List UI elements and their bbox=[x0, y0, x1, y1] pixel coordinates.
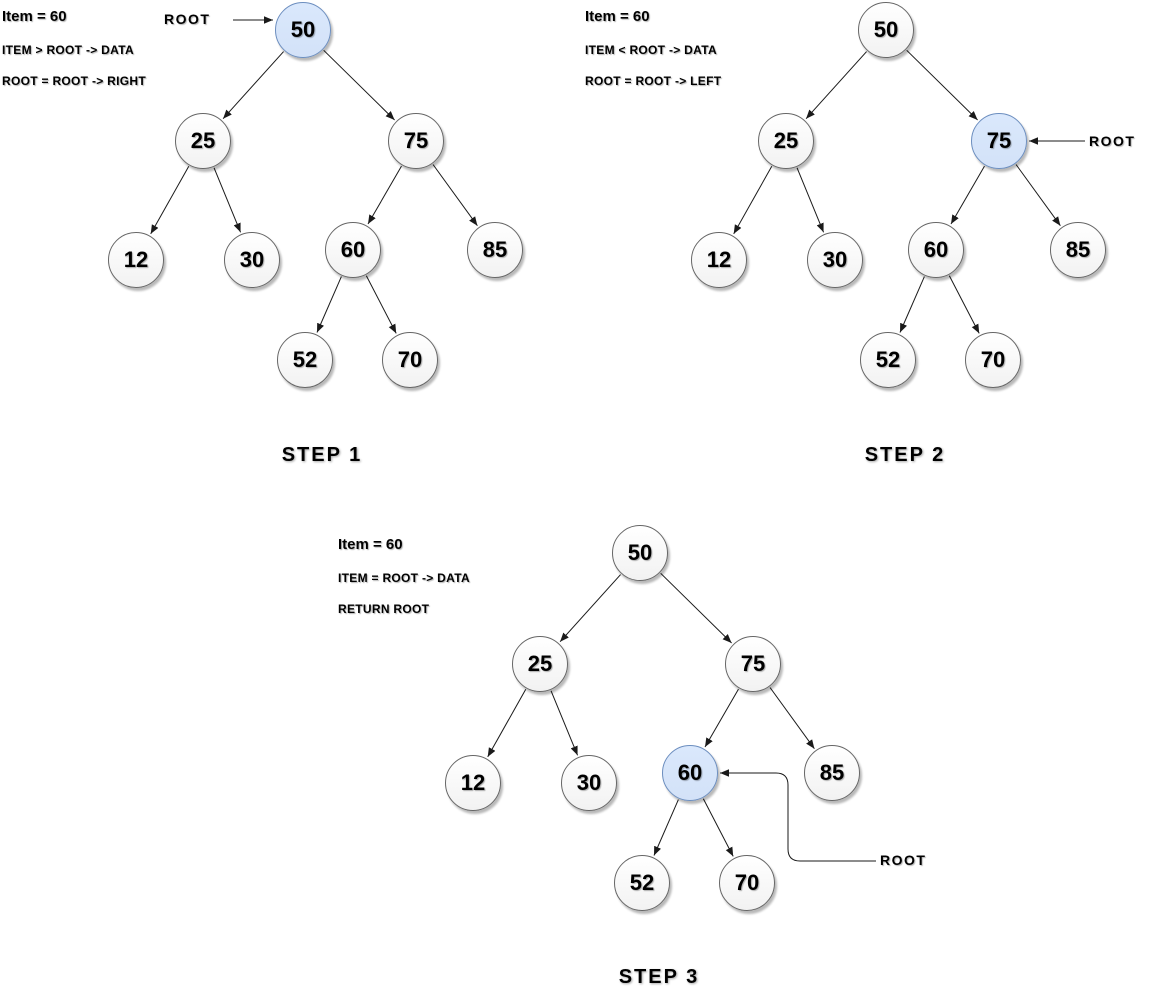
step-2-action-text: ROOT = ROOT -> LEFT bbox=[585, 74, 722, 88]
edge-50-75-step-3 bbox=[660, 572, 732, 644]
edge-60-52-step-3 bbox=[653, 799, 679, 856]
edge-25-30-step-1 bbox=[213, 167, 242, 233]
tree-node-52-step-3: 52 bbox=[614, 855, 670, 911]
tree-node-70-step-1: 70 bbox=[382, 332, 438, 388]
tree-node-30-step-1: 30 bbox=[224, 232, 280, 288]
tree-node-60-step-3: 60 bbox=[662, 745, 718, 801]
edge-75-85-step-3 bbox=[769, 687, 815, 750]
step-2-item-text: Item = 60 bbox=[585, 8, 650, 25]
tree-node-12-step-2: 12 bbox=[691, 232, 747, 288]
tree-node-85-step-2: 85 bbox=[1050, 222, 1106, 278]
tree-node-52-step-2: 52 bbox=[860, 332, 916, 388]
tree-node-50-step-1: 50 bbox=[275, 2, 331, 58]
edge-75-85-step-2 bbox=[1015, 164, 1061, 227]
tree-node-60-step-2: 60 bbox=[908, 222, 964, 278]
edge-25-30-step-3 bbox=[550, 690, 579, 756]
step-1-item-text: Item = 60 bbox=[2, 8, 67, 25]
step-3-item-text: Item = 60 bbox=[338, 536, 403, 553]
step-1-root-pointer-label: ROOT bbox=[164, 11, 211, 27]
edge-25-12-step-3 bbox=[487, 689, 527, 758]
step-3-root-pointer-label: ROOT bbox=[880, 852, 927, 868]
tree-node-70-step-3: 70 bbox=[719, 855, 775, 911]
step-2-root-pointer-label: ROOT bbox=[1089, 133, 1136, 149]
step-1-condition-text: ITEM > ROOT -> DATA bbox=[2, 43, 134, 57]
edge-60-52-step-2 bbox=[899, 276, 925, 333]
step-3-annotation: Item = 60 ITEM = ROOT -> DATA RETURN ROO… bbox=[338, 536, 470, 633]
tree-node-25-step-3: 25 bbox=[512, 636, 568, 692]
tree-node-75-step-1: 75 bbox=[388, 113, 444, 169]
edge-60-70-step-1 bbox=[365, 275, 397, 334]
tree-node-25-step-2: 25 bbox=[758, 113, 814, 169]
edge-75-60-step-3 bbox=[704, 688, 739, 748]
edge-50-75-step-2 bbox=[906, 49, 978, 121]
edge-50-25-step-3 bbox=[559, 574, 621, 643]
edge-75-60-step-1 bbox=[367, 165, 402, 225]
tree-node-85-step-3: 85 bbox=[804, 745, 860, 801]
edge-75-85-step-1 bbox=[432, 164, 478, 227]
tree-node-50-step-3: 50 bbox=[612, 525, 668, 581]
step-2-condition-text: ITEM < ROOT -> DATA bbox=[585, 43, 717, 57]
tree-node-50-step-2: 50 bbox=[858, 2, 914, 58]
edge-60-52-step-1 bbox=[316, 276, 342, 333]
tree-node-12-step-1: 12 bbox=[108, 232, 164, 288]
step-3-label: STEP 3 bbox=[618, 966, 700, 988]
tree-node-75-step-2: 75 bbox=[971, 113, 1027, 169]
edge-50-25-step-2 bbox=[805, 51, 867, 120]
tree-node-30-step-3: 30 bbox=[561, 755, 617, 811]
step-2-label: STEP 2 bbox=[864, 444, 946, 466]
step-1-annotation: Item = 60 ITEM > ROOT -> DATA ROOT = ROO… bbox=[2, 8, 146, 105]
tree-node-85-step-1: 85 bbox=[467, 222, 523, 278]
step-1-label: STEP 1 bbox=[281, 444, 363, 466]
tree-node-52-step-1: 52 bbox=[277, 332, 333, 388]
edge-60-70-step-2 bbox=[948, 275, 980, 334]
tree-node-75-step-3: 75 bbox=[725, 636, 781, 692]
edge-50-25-step-1 bbox=[222, 51, 284, 120]
step-2-annotation: Item = 60 ITEM < ROOT -> DATA ROOT = ROO… bbox=[585, 8, 721, 105]
root-pointer-arrow-step-3 bbox=[720, 769, 876, 862]
tree-node-70-step-2: 70 bbox=[965, 332, 1021, 388]
edge-25-30-step-2 bbox=[796, 167, 825, 233]
tree-node-12-step-3: 12 bbox=[445, 755, 501, 811]
step-3-condition-text: ITEM = ROOT -> DATA bbox=[338, 571, 470, 585]
edge-75-60-step-2 bbox=[950, 165, 985, 225]
edge-25-12-step-2 bbox=[733, 166, 773, 235]
step-1-action-text: ROOT = ROOT -> RIGHT bbox=[2, 74, 147, 88]
edge-60-70-step-3 bbox=[702, 798, 734, 857]
tree-node-60-step-1: 60 bbox=[325, 222, 381, 278]
tree-node-25-step-1: 25 bbox=[175, 113, 231, 169]
edge-25-12-step-1 bbox=[150, 166, 190, 235]
edge-50-75-step-1 bbox=[323, 49, 395, 121]
step-3-action-text: RETURN ROOT bbox=[338, 602, 430, 616]
tree-node-30-step-2: 30 bbox=[807, 232, 863, 288]
